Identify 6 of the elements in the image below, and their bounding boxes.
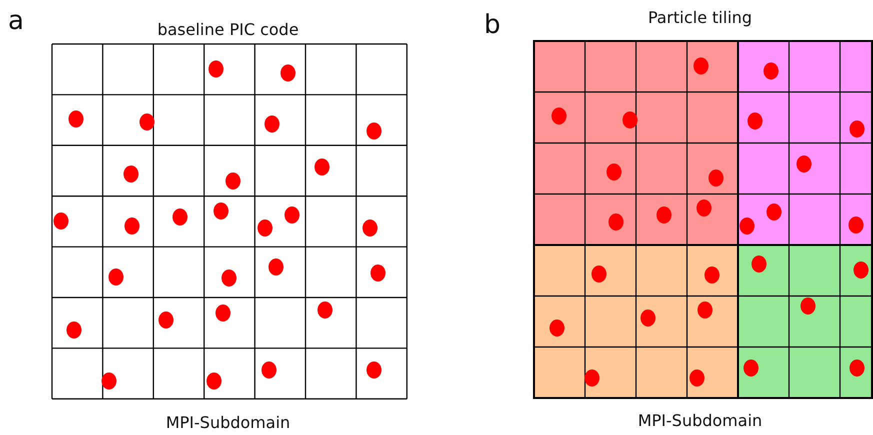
subdomain-label: MPI-Subdomain [638,411,762,430]
subdomain-label: MPI-Subdomain [166,413,290,432]
panel-letter: b [484,10,501,40]
panel-title: baseline PIC code [157,20,299,39]
panel-letter: a [8,6,24,36]
panel-title: Particle tiling [648,8,752,27]
